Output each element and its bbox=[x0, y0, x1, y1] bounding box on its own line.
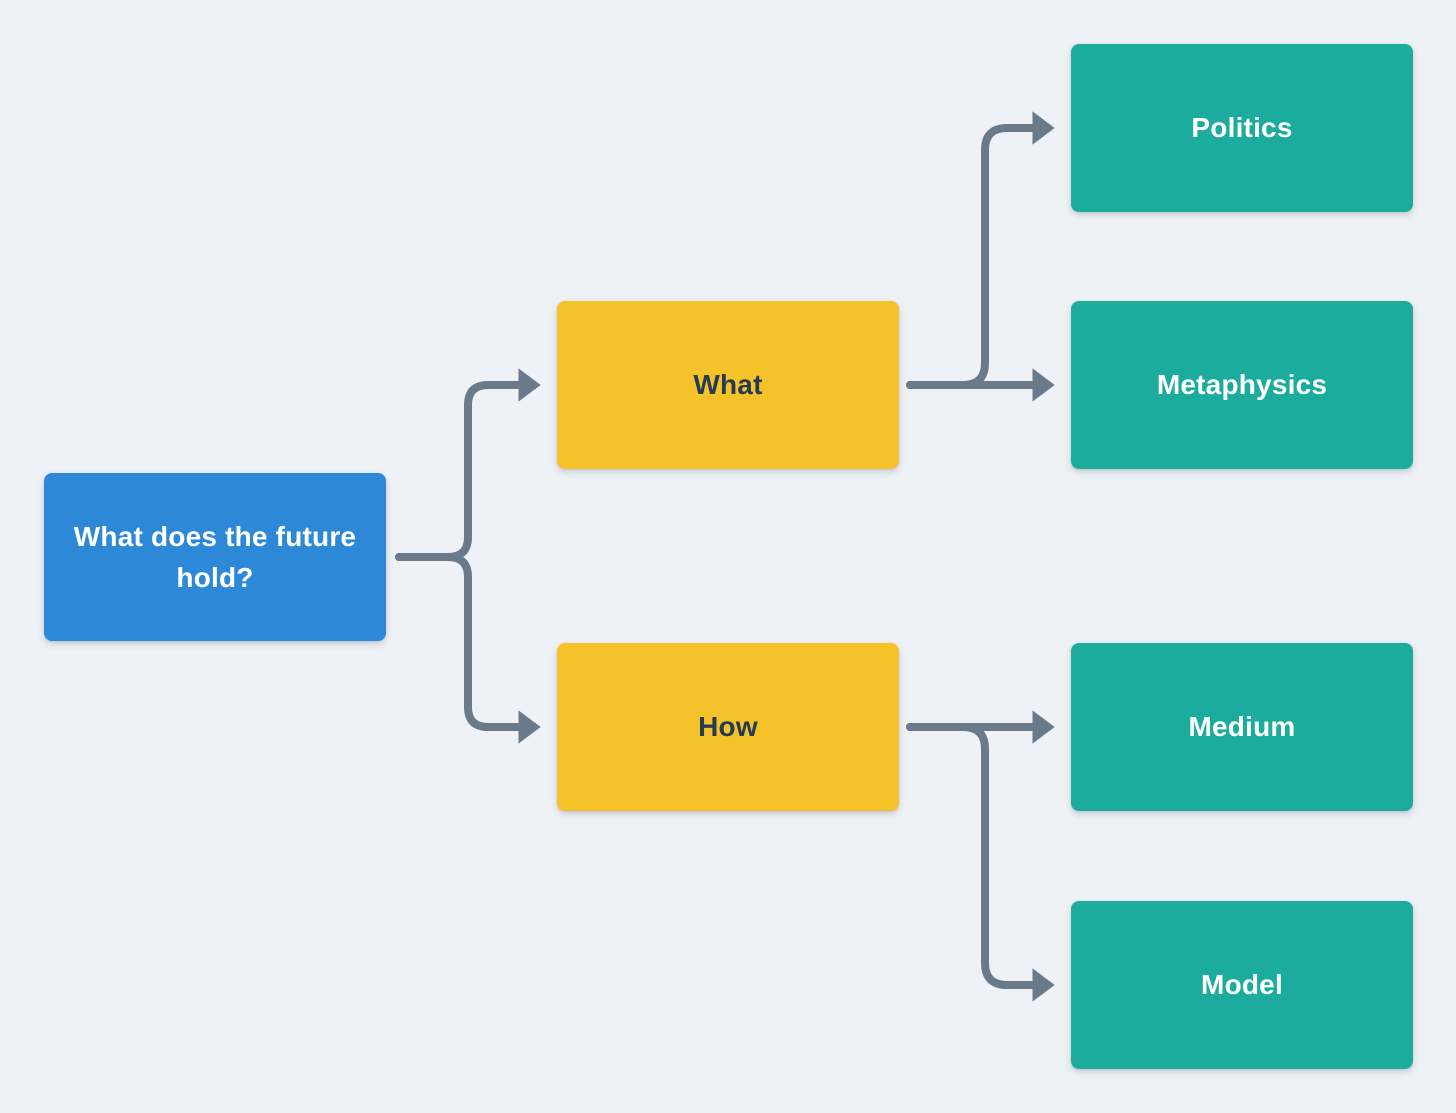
node-what-label: What bbox=[693, 369, 763, 401]
node-model[interactable]: Model bbox=[1071, 901, 1413, 1069]
node-metaphysics[interactable]: Metaphysics bbox=[1071, 301, 1413, 469]
node-root[interactable]: What does the future hold? bbox=[44, 473, 386, 641]
edge-root-how bbox=[395, 553, 541, 744]
edge-what-politics bbox=[906, 111, 1055, 389]
node-what[interactable]: What bbox=[557, 301, 899, 469]
node-medium[interactable]: Medium bbox=[1071, 643, 1413, 811]
edge-root-what bbox=[395, 368, 541, 561]
node-medium-label: Medium bbox=[1188, 711, 1296, 743]
edge-how-model bbox=[906, 723, 1055, 1002]
node-model-label: Model bbox=[1201, 969, 1283, 1001]
node-how-label: How bbox=[698, 711, 758, 743]
edge-group bbox=[395, 111, 1055, 1002]
node-metaphysics-label: Metaphysics bbox=[1156, 369, 1328, 401]
node-politics-label: Politics bbox=[1191, 112, 1293, 144]
node-how[interactable]: How bbox=[557, 643, 899, 811]
node-politics[interactable]: Politics bbox=[1071, 44, 1413, 212]
node-root-label: What does the future hold? bbox=[73, 520, 357, 593]
